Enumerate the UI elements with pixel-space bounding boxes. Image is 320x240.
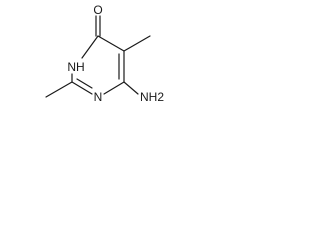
atom-oxygen-label: O [93, 3, 102, 17]
bond-c6-amine [123, 81, 139, 95]
bond-c5-methyl [123, 35, 151, 52]
molecule-structure-diagram: O NH N NH2 [45, 3, 164, 104]
bond-c2-methyl [45, 81, 73, 98]
atom-n-label: N [94, 90, 103, 104]
bond-n3-c4 [81, 35, 99, 59]
atom-amine-label: NH2 [140, 90, 164, 104]
bond-c6-n1 [103, 81, 125, 95]
bond-n1-c2-inner [76, 78, 93, 89]
bond-n1-c2 [71, 81, 93, 95]
bond-c4-c5 [97, 35, 125, 52]
atom-nh-label: NH [67, 60, 84, 74]
